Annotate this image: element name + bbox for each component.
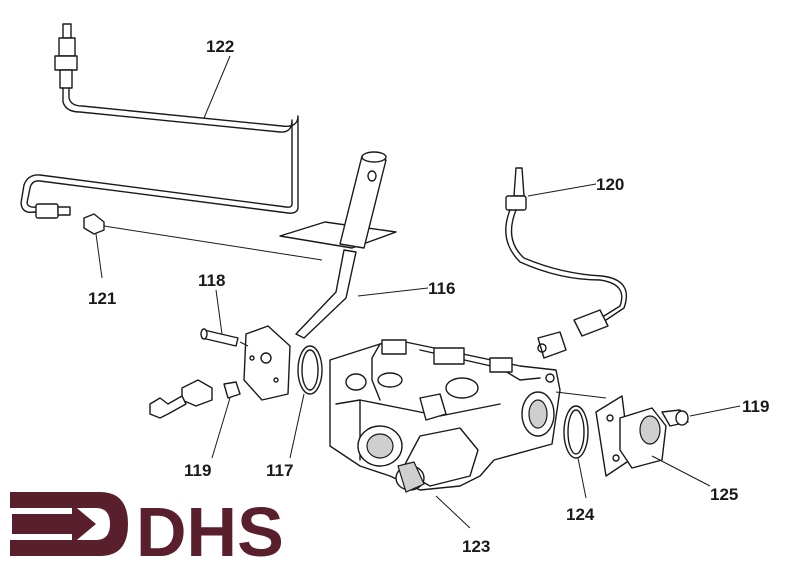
logo-arrow-icon xyxy=(10,492,128,556)
pin-118 xyxy=(200,289,249,347)
operator-knob-123 xyxy=(395,427,479,529)
label-125: 125 xyxy=(710,485,738,504)
thermocouple-120 xyxy=(505,167,628,359)
label-120: 120 xyxy=(596,175,624,194)
label-117: 117 xyxy=(266,461,293,480)
outlet-flange-125 xyxy=(595,395,711,487)
mounting-bracket-116 xyxy=(243,151,429,401)
label-118: 118 xyxy=(198,271,225,290)
o-ring-117 xyxy=(289,345,323,459)
logo-text: DHS xyxy=(136,493,284,569)
label-122: 122 xyxy=(206,37,234,56)
screw-119-right xyxy=(661,405,741,427)
label-123: 123 xyxy=(462,537,490,556)
pilot-tube-122 xyxy=(20,23,299,219)
o-ring-124 xyxy=(563,405,589,499)
nut-121 xyxy=(83,213,323,279)
label-124: 124 xyxy=(566,505,595,524)
gas-valve-body xyxy=(329,339,607,491)
label-116: 116 xyxy=(428,279,455,298)
dhs-logo: DHS xyxy=(10,492,284,569)
label-119-right: 119 xyxy=(742,397,769,416)
label-121: 121 xyxy=(88,289,116,308)
screw-set-119-left xyxy=(149,379,241,459)
label-119-left: 119 xyxy=(184,461,211,480)
